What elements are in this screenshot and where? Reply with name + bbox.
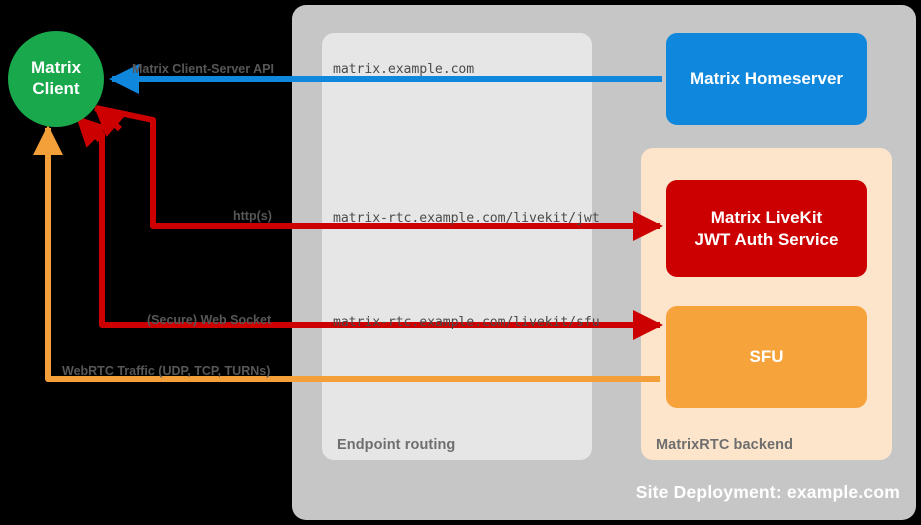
connection-label-webrtc: WebRTC Traffic (UDP, TCP, TURNs): [62, 364, 271, 378]
arrow-webrtc-traffic: [33, 125, 660, 382]
node-matrix-homeserver[interactable]: Matrix Homeserver: [666, 33, 867, 125]
panel-caption-endpoint-routing: Endpoint routing: [337, 437, 456, 453]
node-jwt-auth-service[interactable]: Matrix LiveKit JWT Auth Service: [666, 180, 867, 277]
arrow-https-jwt: [95, 105, 663, 241]
endpoint-label-livekit-jwt: matrix-rtc.example.com/livekit/jwt: [333, 211, 600, 226]
arrow-head-websocket-return: [75, 115, 108, 148]
connection-label-websocket: (Secure) Web Socket: [147, 313, 272, 327]
node-matrix-homeserver-label: Matrix Homeserver: [689, 69, 844, 89]
node-matrix-client[interactable]: Matrix Client: [8, 31, 104, 127]
arrow-head-jwt-return: [93, 105, 127, 138]
panel-endpoint-routing: [322, 33, 592, 460]
node-matrix-client-line2: Client: [32, 79, 80, 98]
endpoint-label-livekit-sfu: matrix-rtc.example.com/livekit/sfu: [333, 315, 600, 330]
node-sfu-label: SFU: [749, 347, 784, 367]
node-sfu[interactable]: SFU: [666, 306, 867, 408]
node-jwt-auth-service-line1: Matrix LiveKit: [710, 208, 823, 228]
connection-label-client-server-api: Matrix Client-Server API: [132, 62, 274, 76]
node-matrix-client-line1: Matrix: [30, 58, 82, 78]
node-jwt-auth-service-line2: JWT Auth Service: [694, 229, 839, 249]
endpoint-label-matrix: matrix.example.com: [333, 62, 475, 77]
connection-label-https: http(s): [233, 209, 272, 223]
panel-caption-matrixrtc-backend: MatrixRTC backend: [656, 437, 794, 453]
site-deployment-title: Site Deployment: example.com: [635, 482, 900, 502]
